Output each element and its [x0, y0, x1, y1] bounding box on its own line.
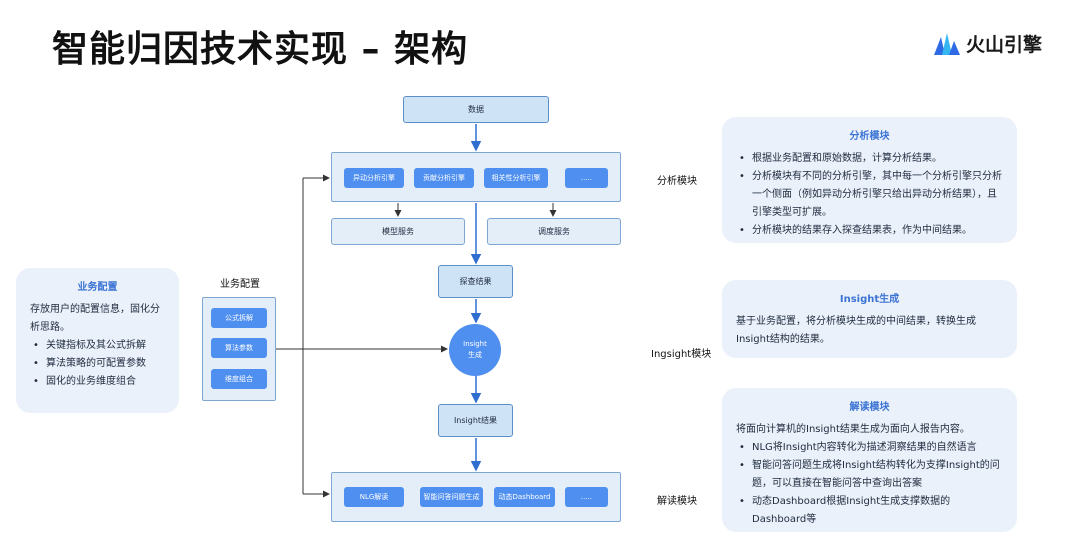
- interpret-item-dashboard: 动态Dashboard: [494, 487, 555, 507]
- module-label-analysis: 分析模块: [657, 176, 697, 187]
- interpret-card-title: 解读模块: [849, 402, 890, 413]
- insight-generate-line1: Insight: [463, 340, 487, 348]
- data-source-box: 数据: [403, 96, 549, 123]
- explore-result-box: 探查结果: [438, 265, 513, 298]
- config-item-dimensions: 维度组合: [211, 369, 267, 389]
- insight-generate-line2: 生成: [468, 351, 482, 359]
- analysis-engine-correlation: 相关性分析引擎: [484, 168, 548, 188]
- insight-generate-node: Insight 生成: [449, 324, 501, 376]
- config-card-bullets: 关键指标及其公式拆解 算法策略的可配置参数 固化的业务维度组合: [30, 337, 165, 391]
- config-bullet-2: 算法策略的可配置参数: [30, 355, 165, 373]
- interpret-item-qa: 智能问答问题生成: [420, 487, 483, 507]
- module-label-interpret: 解读模块: [657, 496, 697, 507]
- volcano-engine-logo-icon: [934, 32, 960, 55]
- interpret-card-bullets: NLG将Insight内容转化为描述洞察结果的自然语言 智能问答问题生成将Ins…: [736, 439, 1003, 529]
- schedule-service-box: 调度服务: [487, 218, 621, 245]
- config-card-title: 业务配置: [77, 282, 118, 293]
- config-item-params: 算法参数: [211, 338, 267, 358]
- config-bullet-1: 关键指标及其公式拆解: [30, 337, 165, 355]
- insight-result-box: Insight结果: [438, 404, 513, 437]
- analysis-card-title: 分析模块: [849, 131, 890, 142]
- page-title: 智能归因技术实现 – 架构: [52, 29, 469, 70]
- analysis-engine-more: .....: [565, 168, 608, 188]
- interpret-description-card: 解读模块 将面向计算机的Insight结果生成为面向人报告内容。 NLG将Ins…: [722, 388, 1017, 532]
- interpret-card-text: 将面向计算机的Insight结果生成为面向人报告内容。: [736, 424, 970, 435]
- interpret-bullet-1: NLG将Insight内容转化为描述洞察结果的自然语言: [736, 439, 1003, 457]
- analysis-bullet-1: 根据业务配置和原始数据，计算分析结果。: [736, 150, 1003, 168]
- insight-card-title: Insight生成: [839, 294, 900, 305]
- interpret-bullet-3: 动态Dashboard根据Insight生成支撑数据的Dashboard等: [736, 493, 1003, 529]
- analysis-description-card: 分析模块 根据业务配置和原始数据，计算分析结果。 分析模块有不同的分析引擎，其中…: [722, 117, 1017, 243]
- analysis-engine-contribution: 贡献分析引擎: [414, 168, 474, 188]
- config-column-label: 业务配置: [220, 279, 260, 290]
- insight-description-card: Insight生成 基于业务配置，将分析模块生成的中间结果，转换生成Insigh…: [722, 280, 1017, 358]
- config-card-text: 存放用户的配置信息，固化分析思路。: [30, 304, 160, 333]
- analysis-engine-anomaly: 异动分析引擎: [344, 168, 404, 188]
- analysis-bullet-2: 分析模块有不同的分析引擎，其中每一个分析引擎只分析一个侧面（例如异动分析引擎只给…: [736, 168, 1003, 222]
- model-service-box: 模型服务: [331, 218, 465, 245]
- config-bullet-3: 固化的业务维度组合: [30, 373, 165, 391]
- interpret-item-more: .....: [565, 487, 608, 507]
- interpret-item-nlg: NLG解读: [344, 487, 404, 507]
- analysis-bullet-3: 分析模块的结果存入探查结果表，作为中间结果。: [736, 222, 1003, 240]
- config-item-formula: 公式拆解: [211, 308, 267, 328]
- analysis-card-bullets: 根据业务配置和原始数据，计算分析结果。 分析模块有不同的分析引擎，其中每一个分析…: [736, 150, 1003, 240]
- interpret-bullet-2: 智能问答问题生成将Insight结构转化为支撑Insight的问题，可以直接在智…: [736, 457, 1003, 493]
- brand-logo: 火山引擎: [934, 30, 1042, 57]
- module-label-insight: Ingsight模块: [651, 349, 712, 360]
- insight-card-text: 基于业务配置，将分析模块生成的中间结果，转换生成Insight结构的结果。: [736, 316, 976, 345]
- brand-name: 火山引擎: [966, 34, 1043, 56]
- config-description-card: 业务配置 存放用户的配置信息，固化分析思路。 关键指标及其公式拆解 算法策略的可…: [16, 268, 179, 413]
